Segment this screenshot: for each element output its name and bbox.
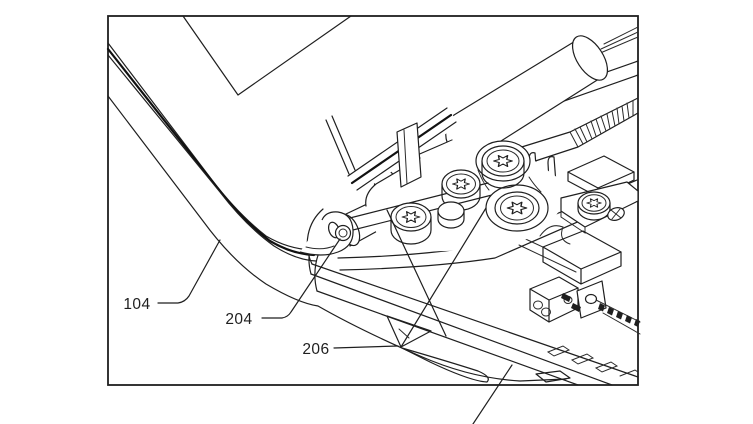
ribbed-strip [511,97,639,167]
leader-204 [261,238,341,319]
boss-plain [437,201,465,229]
leader-206 [333,345,399,349]
reference-numerals: 104 204 206 [123,296,329,358]
display-housing [106,15,567,382]
torx-screws [390,145,540,245]
ref-label-204: 204 [225,311,252,328]
vent-slots [546,345,639,377]
bracket-tab [396,122,422,188]
torx-screw-large [494,191,540,225]
leader-104 [157,239,221,304]
torx-screw [390,202,432,245]
side-plate [560,181,639,234]
base-side-edge [310,263,639,386]
cutaway-edges [386,207,487,348]
leader-lines [157,238,513,424]
torx-screw [481,145,525,189]
side-flap [386,315,432,348]
hinge-pin-curl [299,211,354,256]
torx-screw [577,191,611,221]
rubber-foot [535,370,571,383]
leader-offscreen [472,364,513,424]
ref-label-206: 206 [302,341,329,358]
ref-label-104: 104 [123,296,150,313]
side-vent [401,347,489,383]
connector-cluster [518,230,641,377]
